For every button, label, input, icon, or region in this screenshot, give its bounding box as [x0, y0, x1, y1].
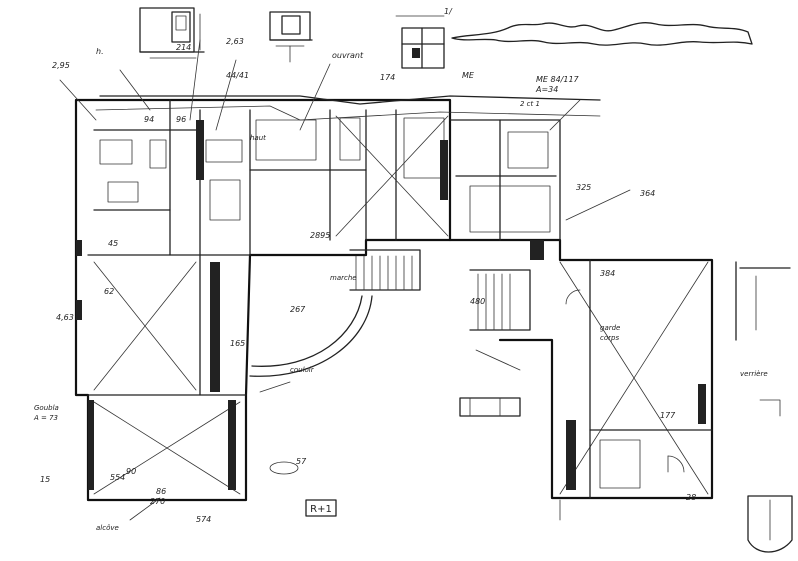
- annotation-ratio: A=34: [535, 85, 558, 94]
- floor-label: R+1: [310, 504, 332, 515]
- annotation-dim: 86: [156, 487, 166, 496]
- annotation-dim: 4,63: [56, 313, 74, 322]
- annotation-dim: 2,63: [226, 37, 244, 46]
- annotation-dim: 28: [686, 493, 696, 502]
- annotation-note: couloir: [290, 366, 315, 374]
- annotation-note: 2 ct 1: [520, 100, 540, 108]
- annotation-dim: 62: [104, 287, 114, 296]
- annotation-left-title: h.: [96, 47, 104, 56]
- detail-plan-fragment: [395, 15, 445, 69]
- annotation-wall-note: 44/41: [226, 71, 249, 80]
- annotation-note: verrière: [740, 370, 768, 378]
- annotation-dim: 214: [176, 43, 191, 52]
- annotation-dim: 15: [40, 475, 50, 484]
- annotation-dim: 90: [126, 467, 136, 476]
- annotation-dim: 554: [110, 473, 125, 482]
- main-block-walls: [74, 98, 452, 502]
- annotation-dim: 325: [576, 183, 591, 192]
- annotation-note: alcôve: [96, 524, 119, 532]
- annotation-note: garde: [600, 324, 620, 332]
- annotation-dim: 94: [144, 115, 154, 124]
- upper-facade-band: [95, 95, 601, 121]
- small-fragment-bottom: [269, 397, 521, 475]
- floor-label-group: R+1: [305, 499, 337, 517]
- annotation-dim: 480: [470, 297, 485, 306]
- annotation-dim: 364: [640, 189, 655, 198]
- annotation-ratio: ME 84/117: [536, 75, 580, 84]
- annotation-dim: 165: [230, 339, 245, 348]
- annotation-dim: 2,95: [52, 61, 70, 70]
- annotation-dim: 174: [380, 73, 395, 82]
- annotation-dim: 267: [290, 305, 306, 314]
- annotation-dim: 384: [600, 269, 615, 278]
- annotation-top-mark: 1/: [444, 7, 453, 16]
- annotation-dim: 270: [150, 497, 165, 506]
- annotation-me: ME: [462, 71, 475, 80]
- annotation-door-note: ouvrant: [332, 51, 364, 60]
- central-stair: [249, 249, 421, 377]
- annotation-layer: 1/ h. 2,95 2,63 44/41 ouvrant ME 84/117 …: [33, 7, 768, 532]
- annotation-dim: 177: [660, 411, 676, 420]
- detail-right-section: [735, 261, 793, 553]
- right-block-walls: [448, 119, 714, 500]
- annotation-dim: 57: [296, 457, 307, 466]
- annotation-note: A = 73: [33, 414, 58, 422]
- annotation-dim: 96: [176, 115, 186, 124]
- leader-lines: [59, 39, 631, 521]
- detail-window-elevation-center: [269, 11, 313, 63]
- annotation-dim: 574: [196, 515, 211, 524]
- annotation-span: 2895: [310, 231, 330, 240]
- skyline-profile: [451, 22, 753, 46]
- annotation-note: marche: [330, 274, 357, 282]
- annotation-note: corps: [600, 334, 619, 342]
- annotation-note: Goubla: [34, 404, 59, 412]
- annotation-note: haut: [250, 134, 266, 142]
- detail-window-elevation-left: [139, 7, 205, 59]
- annotation-dim: 45: [108, 239, 118, 248]
